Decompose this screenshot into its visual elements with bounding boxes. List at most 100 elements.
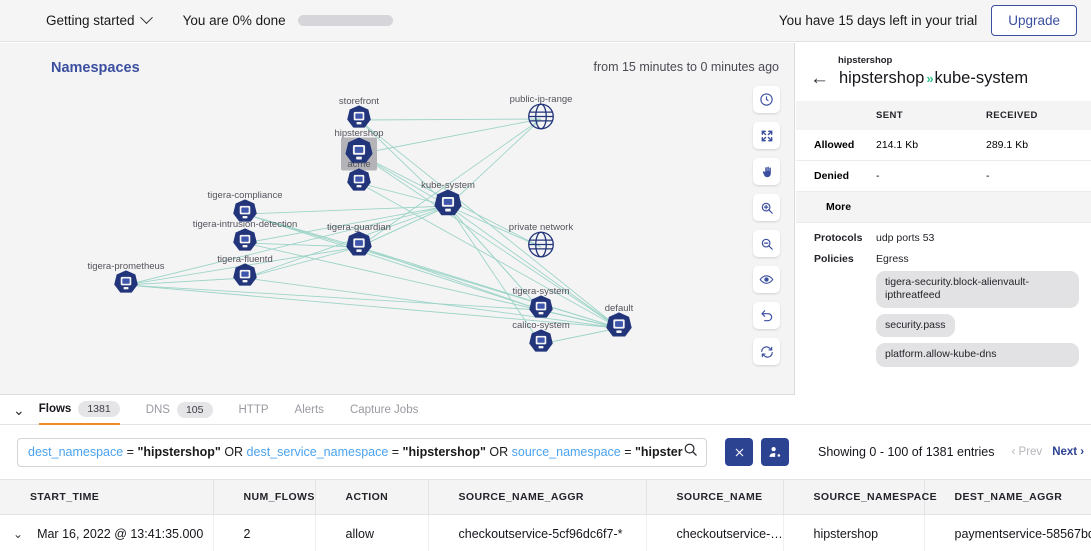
visibility-button[interactable] (753, 266, 780, 293)
graph-node-tigera-guardian[interactable] (345, 231, 373, 264)
service-graph-panel[interactable]: Namespaces from 15 minutes to 0 minutes … (0, 43, 795, 395)
row-expand-icon[interactable]: ⌄ (13, 527, 24, 541)
query-token-val: "hipstershop" (402, 445, 486, 459)
query-token-field: dest_namespace (28, 445, 124, 459)
policy-pill[interactable]: security.pass (876, 313, 955, 338)
column-header-start_time[interactable]: START_TIME (0, 479, 214, 515)
getting-started-dropdown[interactable]: Getting started (46, 11, 153, 28)
zoom-in-button[interactable] (753, 194, 780, 221)
detail-title: hipstershop»kube-system (839, 69, 1028, 88)
protocols-value: udp ports 53 (876, 232, 935, 244)
more-section-header[interactable]: More (796, 191, 1091, 223)
tab-http[interactable]: HTTP (239, 396, 269, 425)
search-row: dest_namespace = "hipstershop" OR dest_s… (0, 425, 1091, 479)
graph-node-kube-system[interactable] (433, 189, 463, 224)
graph-node-public-ip-range[interactable] (527, 103, 555, 136)
table-row-allowed: Allowed 214.1 Kb 289.1 Kb (796, 130, 1091, 161)
time-range-button[interactable] (753, 86, 780, 113)
graph-node-tigera-fluentd[interactable] (232, 263, 258, 294)
trial-label: You have 15 days left in your trial (778, 13, 978, 28)
graph-node-calico-system[interactable] (528, 329, 554, 360)
graph-node-default[interactable] (605, 312, 633, 345)
detail-subtitle: hipstershop (838, 55, 893, 66)
graph-time-range: from 15 minutes to 0 minutes ago (593, 60, 779, 74)
query-token-op: = (123, 445, 138, 459)
graph-node-storefront[interactable] (346, 105, 372, 136)
eye-icon (759, 275, 774, 284)
expand-icon (761, 130, 772, 141)
graph-node-private-network[interactable] (527, 231, 555, 264)
clear-search-button[interactable] (725, 438, 753, 466)
undo-button[interactable] (753, 302, 780, 329)
direction-arrows-icon: » (926, 71, 933, 86)
graph-toolbar (753, 86, 780, 365)
query-token-op: OR (220, 445, 247, 459)
graph-node-tigera-intrusion-detection[interactable] (232, 228, 258, 259)
query-token-field: source_namespace (511, 445, 621, 459)
column-header-source_name_aggr[interactable]: SOURCE_NAME_AGGR (428, 479, 647, 515)
policy-list: tigera-security.block-alienvault-ipthrea… (876, 265, 1079, 367)
tab-label: DNS (145, 404, 170, 416)
cell-dest_name_aggr: paymentservice-58567bdc (924, 514, 1091, 551)
col-blank (796, 101, 876, 130)
detail-source: hipstershop (839, 69, 925, 87)
policies-content: Egress tigera-security.block-alienvault-… (876, 253, 1079, 367)
top-bar: Getting started You are 0% done You have… (0, 0, 1091, 42)
upgrade-button[interactable]: Upgrade (991, 5, 1077, 36)
chevron-double-down-icon[interactable]: ⌄ (13, 402, 25, 418)
cell-num_flows: 2 (213, 514, 316, 551)
graph-node-hipstershop[interactable] (344, 137, 374, 172)
denied-received: - (986, 170, 990, 182)
next-page-button[interactable]: Next › (1052, 446, 1085, 458)
column-header-source_name[interactable]: SOURCE_NAME (646, 479, 784, 515)
search-input[interactable]: dest_namespace = "hipstershop" OR dest_s… (17, 437, 707, 467)
getting-started-label: Getting started (46, 13, 135, 28)
column-header-action[interactable]: ACTION (315, 479, 429, 515)
progress-label: You are 0% done (182, 13, 286, 28)
tab-label: Alerts (294, 404, 324, 416)
showing-count: Showing 0 - 100 of 1381 entries (818, 445, 995, 459)
column-header-source_namespace[interactable]: SOURCE_NAMESPACE (783, 479, 937, 515)
tab-badge: 105 (176, 402, 213, 418)
prev-page-button[interactable]: ‹ Prev (1011, 446, 1043, 458)
user-settings-button[interactable] (761, 438, 789, 466)
graph-node-acme[interactable] (346, 168, 372, 199)
cell-source_name: checkoutservice-… (646, 514, 784, 551)
refresh-button[interactable] (753, 338, 780, 365)
protocols-label: Protocols (814, 232, 863, 244)
policies-label: Policies (814, 253, 854, 265)
detail-dest: kube-system (934, 69, 1029, 87)
table-row-denied: Denied - - (796, 161, 1091, 192)
tab-label: Capture Jobs (349, 404, 419, 416)
tab-capture-jobs[interactable]: Capture Jobs (350, 396, 418, 425)
query-token-op: OR (485, 445, 512, 459)
graph-node-tigera-system[interactable] (528, 295, 554, 326)
cell-start_time: ⌄ Mar 16, 2022 @ 13:41:35.000 (0, 514, 214, 551)
cell-text: Mar 16, 2022 @ 13:41:35.000 (37, 527, 204, 541)
cell-source_name_aggr: checkoutservice-5cf96dc6f7-* (428, 514, 647, 551)
zoom-out-button[interactable] (753, 230, 780, 257)
policy-pill[interactable]: tigera-security.block-alienvault-ipthrea… (876, 271, 1079, 308)
query-token-op: = (620, 445, 635, 459)
progress-bar (297, 15, 393, 26)
fit-to-screen-button[interactable] (753, 122, 780, 149)
back-arrow-icon[interactable]: ← (810, 68, 829, 89)
graph-node-tigera-prometheus[interactable] (113, 270, 139, 301)
column-header-num_flows[interactable]: NUM_FLOWS (213, 479, 316, 515)
search-icon[interactable] (683, 442, 698, 462)
query-token-field: dest_service_namespace (246, 445, 389, 459)
policy-pill[interactable]: platform.allow-kube-dns (876, 343, 1079, 367)
pan-button[interactable] (753, 158, 780, 185)
flow-detail-panel: hipstershop ← hipstershop»kube-system SE… (796, 43, 1091, 395)
graph-node-tigera-compliance[interactable] (232, 199, 258, 230)
tab-alerts[interactable]: Alerts (295, 396, 324, 425)
protocols-row: Protocols udp ports 53 (796, 223, 1091, 244)
policies-row: Policies Egress tigera-security.block-al… (796, 244, 1091, 367)
tab-dns[interactable]: DNS 105 (146, 396, 213, 425)
column-header-dest_name_aggr[interactable]: DEST_NAME_AGGR (924, 479, 1091, 515)
